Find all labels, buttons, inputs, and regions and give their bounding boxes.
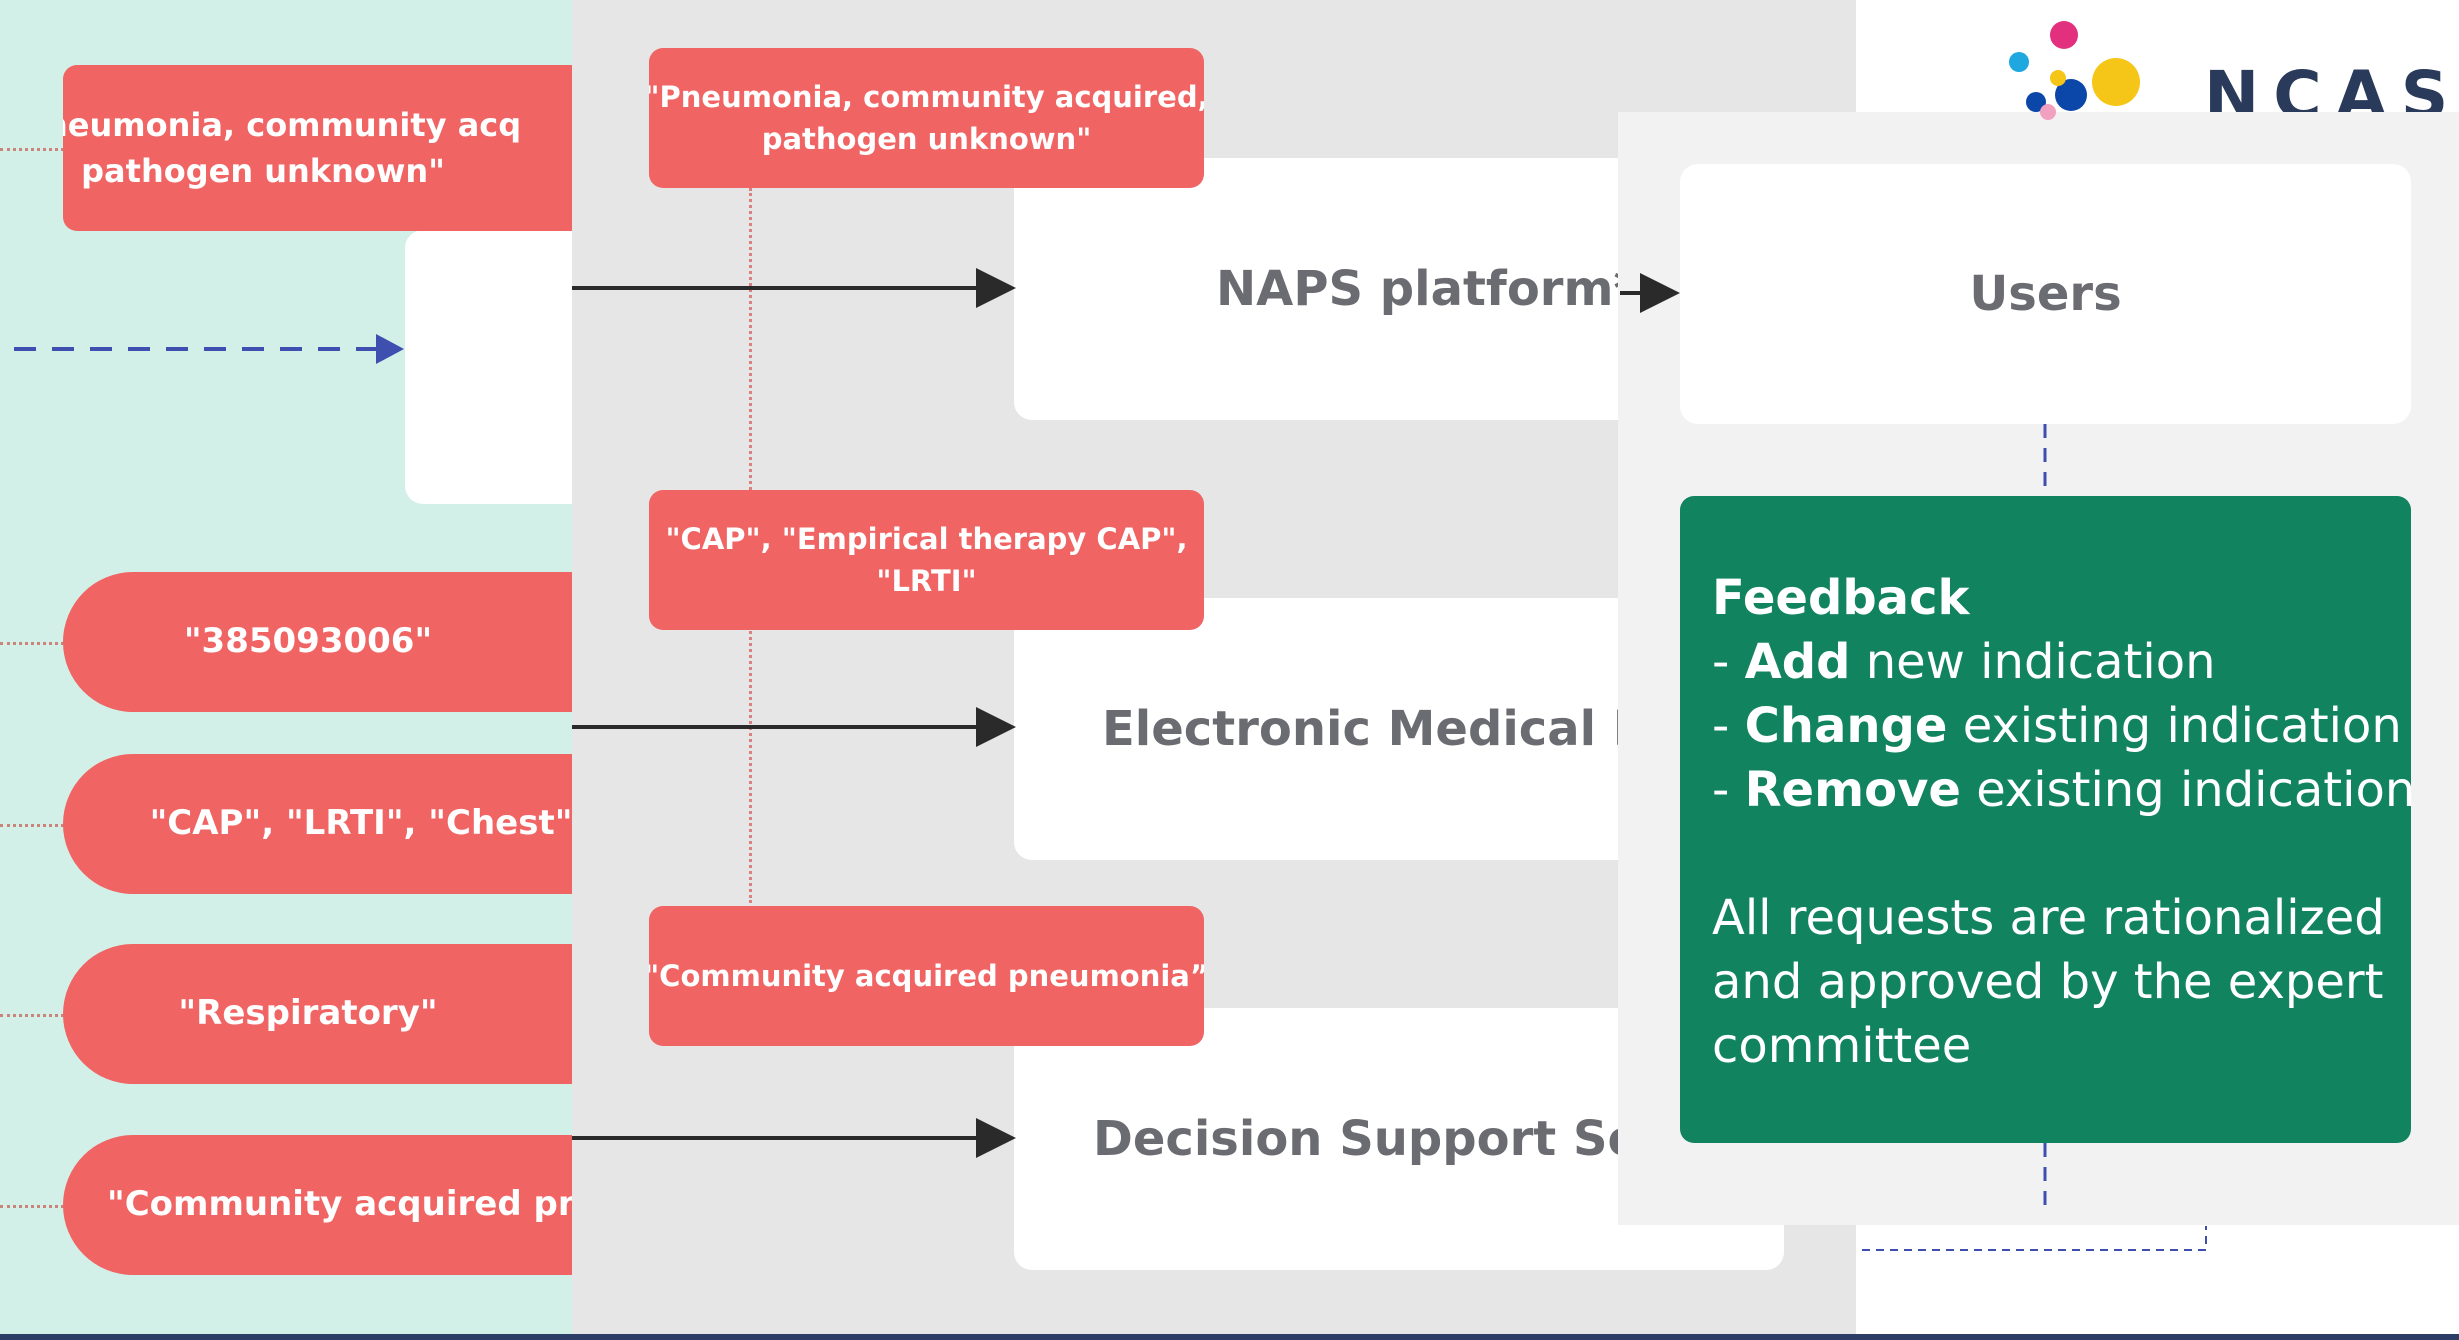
- feedback-return-dashed: [1862, 1226, 2207, 1251]
- logo-dot: [2092, 58, 2140, 106]
- left-dotted-5: [0, 1205, 64, 1208]
- ncas-logo-dots: [2009, 21, 2140, 120]
- left-dotted-4: [0, 1014, 64, 1017]
- feedback-item-remove: - Remove existing indication: [1712, 762, 2416, 818]
- dashed-arrow-head: [376, 334, 404, 364]
- left-tags-clip: "Pneumonia, community acq pathogen unkno…: [0, 0, 572, 1340]
- left-tag-snomed-code: "385093006": [63, 572, 572, 712]
- left-dotted-2: [0, 642, 64, 645]
- left-dotted-1: [0, 148, 64, 151]
- left-tag-respiratory: "Respiratory": [63, 944, 572, 1084]
- middle-tag-pneumonia: "Pneumonia, community acquired, pathogen…: [649, 48, 1204, 188]
- feedback-note-line-3: committee: [1712, 1018, 1972, 1074]
- emr-label: Electronic Medical Rec: [1102, 701, 1711, 757]
- middle-tag-community-acquired: "Community acquired pneumonia”: [649, 906, 1204, 1046]
- feedback-title: Feedback: [1712, 570, 1970, 626]
- left-tag-pneumonia: "Pneumonia, community acq pathogen unkno…: [63, 65, 572, 231]
- feedback-item-change: - Change existing indication: [1712, 698, 2402, 754]
- logo-dot: [2055, 79, 2087, 111]
- middle-tag-cap: "CAP", "Empirical therapy CAP", "LRTI": [649, 490, 1204, 630]
- logo-dot: [2050, 70, 2066, 86]
- left-tag-community-acquired: "Community acquired pneum: [63, 1135, 572, 1275]
- ncas-logo-text: NCAS: [2204, 57, 2459, 112]
- left-tag-cap-lrti-chest: "CAP", "LRTI", "Chest": [63, 754, 572, 894]
- users-card: Users: [1680, 164, 2411, 424]
- logo-dot: [2026, 92, 2046, 112]
- feedback-note-line-1: All requests are rationalized: [1712, 890, 2385, 946]
- source-white-card: [405, 230, 595, 504]
- feedback-box: Feedback - Add new indication - Change e…: [1680, 496, 2416, 1143]
- logo-dot: [2040, 104, 2056, 120]
- feedback-item-add: - Add new indication: [1712, 634, 2216, 690]
- left-dotted-3: [0, 824, 64, 827]
- naps-platform-label: NAPS platform*: [1216, 261, 1639, 317]
- logo-dot: [2050, 21, 2078, 49]
- feedback-note-line-2: and approved by the expert: [1712, 954, 2384, 1010]
- users-label: Users: [1969, 266, 2122, 322]
- logo-dot: [2009, 52, 2029, 72]
